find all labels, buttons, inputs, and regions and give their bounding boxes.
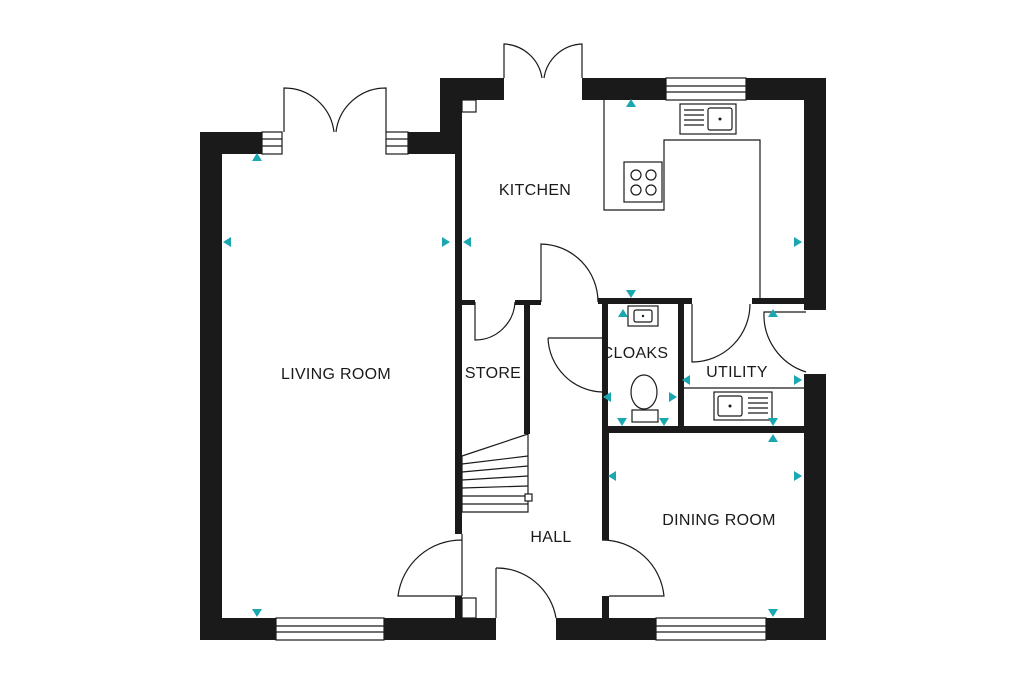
electrical-point-icon [794,375,802,385]
windows [261,77,767,641]
electrical-point-icon [768,309,778,317]
kitchen-fittings [461,99,761,619]
electrical-point-icon [794,237,802,247]
room-label-cloaks: CLOAKS [602,345,669,362]
electrical-point-icon [768,434,778,442]
electrical-point-icon [626,290,636,298]
electrical-point-icon [768,609,778,617]
stairs [461,433,533,513]
room-label-dining: DINING ROOM [662,512,776,529]
toilet-icon [630,374,659,423]
electrical-point-icon [463,237,471,247]
electrical-point-icon [608,471,616,481]
electrical-point-icon [618,309,628,317]
outer-walls [200,78,826,640]
electrical-point-icon [682,375,690,385]
electrical-point-icon [252,609,262,617]
electrical-point-icon [794,471,802,481]
room-label-utility: UTILITY [706,364,768,381]
electrical-point-icon [252,153,262,161]
electrical-point-icon [659,418,669,426]
electrical-point-icon [626,99,636,107]
cloaks-fittings [627,305,659,423]
electrical-points [223,99,802,617]
room-labels: LIVING ROOM KITCHEN STORE CLOAKS UTILITY… [281,182,776,546]
electrical-point-icon [768,418,778,426]
hob-icon [623,161,663,203]
electrical-point-icon [442,237,450,247]
interior-walls [455,154,806,620]
electrical-point-icon [603,392,611,402]
electrical-point-icon [617,418,627,426]
utility-fittings [684,387,806,421]
room-label-kitchen: KITCHEN [499,182,571,199]
room-label-living: LIVING ROOM [281,366,391,383]
doors [283,43,807,619]
electrical-point-icon [223,237,231,247]
room-label-hall: HALL [530,529,571,546]
room-label-store: STORE [465,365,521,382]
sink-icon [679,103,737,135]
electrical-point-icon [669,392,677,402]
sink-icon [627,305,659,327]
sink-icon [713,391,773,421]
